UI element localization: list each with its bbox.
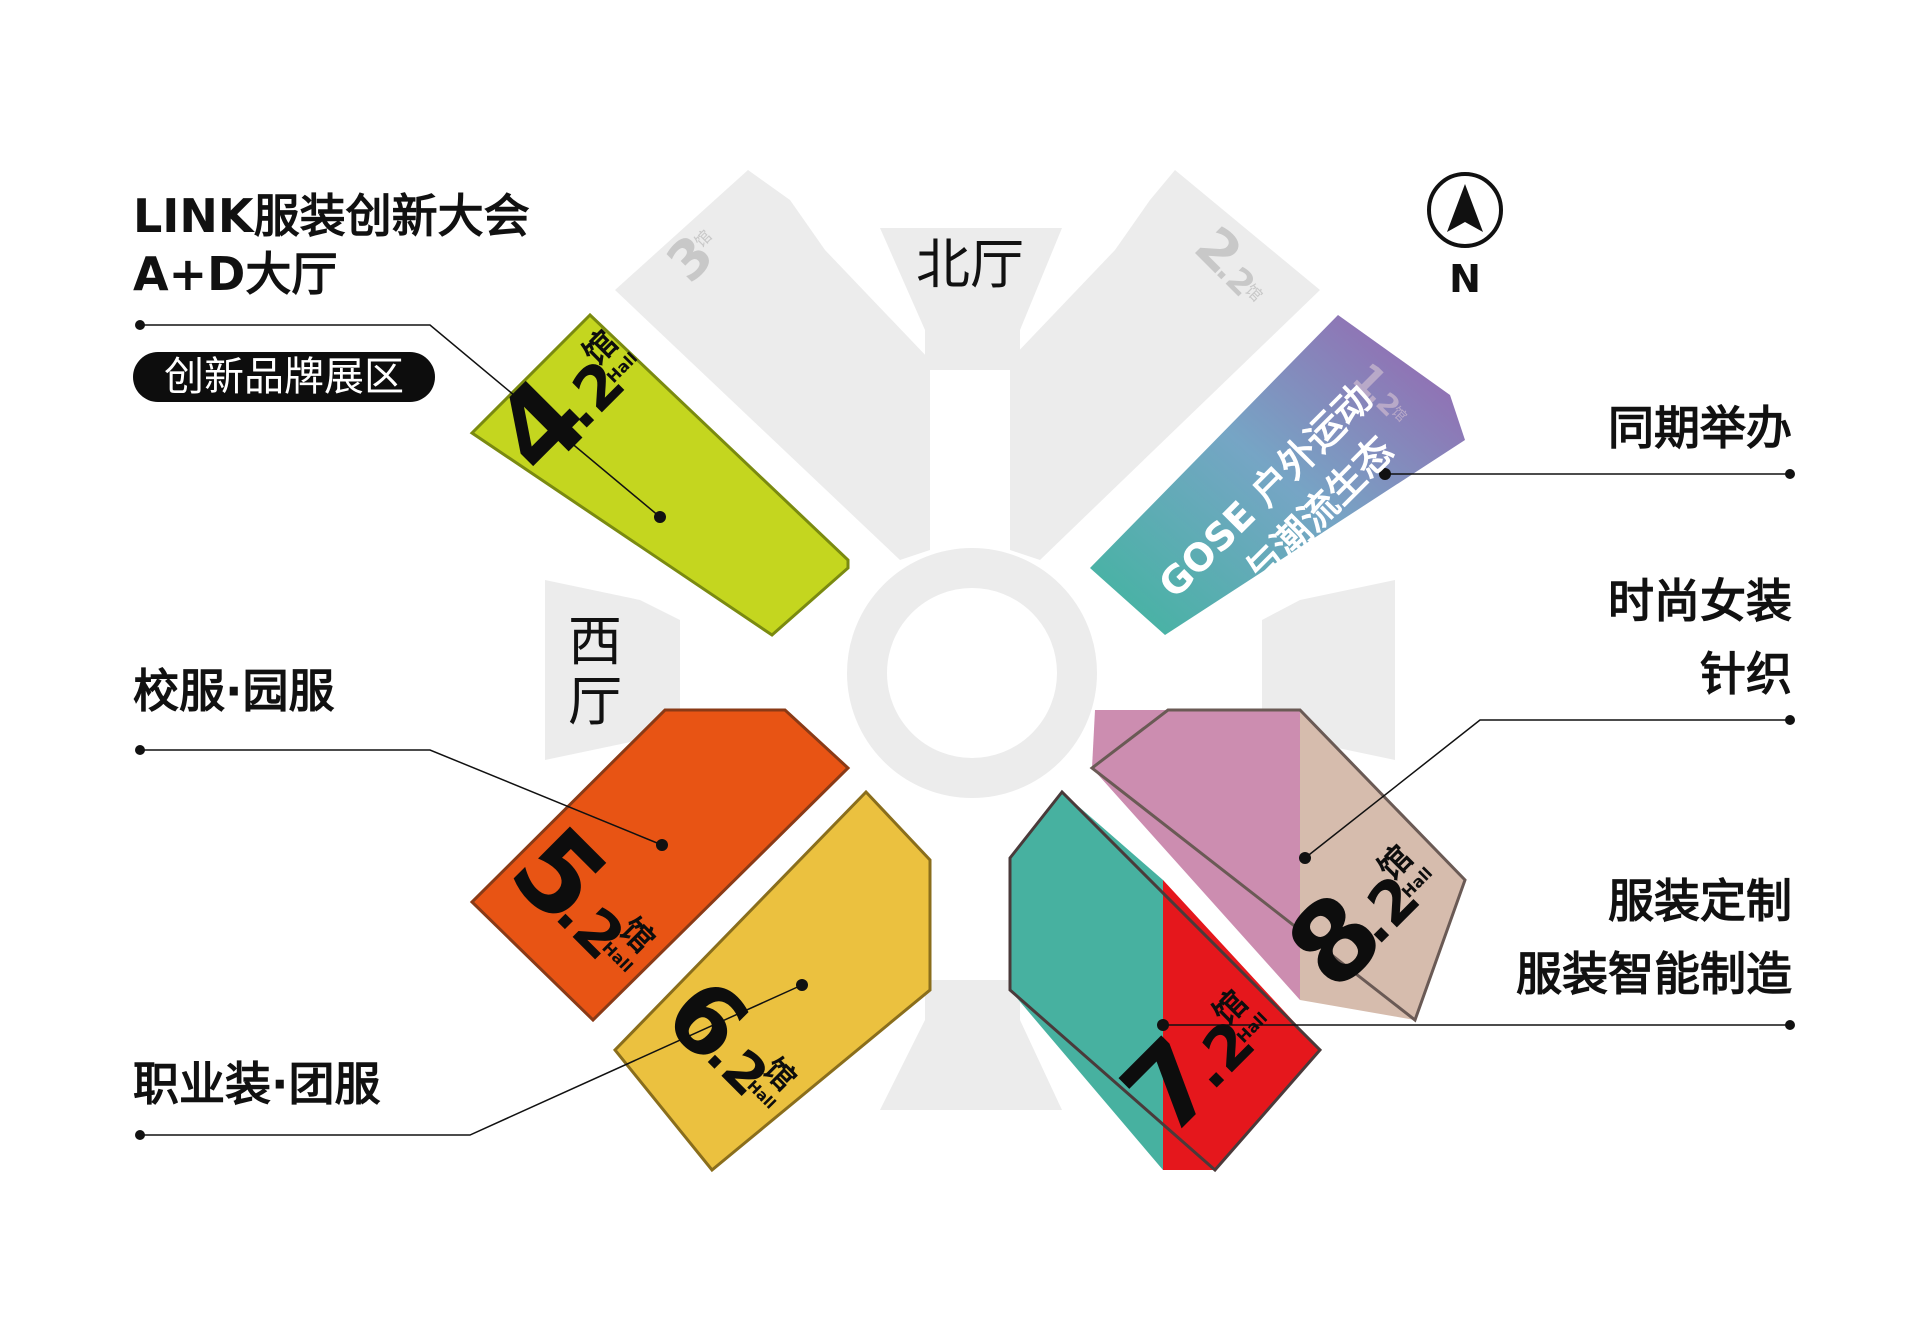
hall-8-outline: [1089, 708, 1467, 1023]
label-smart-manufacturing: 服装智能制造: [1516, 947, 1792, 1001]
corridors: [545, 228, 1395, 1110]
hall-6[interactable]: [612, 789, 932, 1173]
hall-4[interactable]: [469, 312, 850, 637]
leader-lines: [140, 324, 1790, 1136]
west-hall-label-2: 厅: [568, 670, 622, 733]
hall-8-left[interactable]: [1092, 710, 1300, 1000]
north-compass: N: [1425, 170, 1505, 301]
hall-7-outline: [1008, 789, 1323, 1173]
label-fashion-women: 时尚女装: [1608, 574, 1792, 628]
hall-7-left[interactable]: [1010, 792, 1163, 1170]
leader-hall-4: [140, 324, 661, 518]
north-hall-label: 北厅: [916, 233, 1024, 296]
hall-2: [1010, 170, 1320, 560]
center-ring: [847, 548, 1097, 798]
hall-3: [615, 170, 930, 560]
hall-8-right[interactable]: [1300, 710, 1465, 1020]
north-lobby: [880, 228, 1062, 370]
hall-1-gose[interactable]: [1090, 315, 1465, 635]
leader-dots: [135, 320, 1795, 1140]
compass-letter: N: [1449, 257, 1481, 300]
label-knitwear: 针织: [1700, 647, 1792, 701]
label-custom-apparel: 服装定制: [1608, 874, 1792, 928]
compass-icon: N: [1427, 172, 1503, 301]
west-lobby: [545, 580, 680, 760]
leader-hall-8: [1304, 719, 1790, 859]
title-link-line-1: LINK服装创新大会: [133, 189, 530, 243]
label-concurrent: 同期举办: [1608, 401, 1792, 455]
innovation-brand-pill: 创新品牌展区: [133, 352, 435, 402]
label-workwear: 职业装·团服: [133, 1057, 381, 1111]
label-school-uniform: 校服·园服: [133, 664, 335, 718]
west-hall-label-1: 西: [568, 610, 622, 673]
leader-hall-5: [140, 749, 663, 846]
title-link-line-2: A+D大厅: [133, 247, 338, 301]
south-lobby: [880, 980, 1062, 1110]
leader-hall-6: [140, 984, 803, 1136]
hall-5[interactable]: [469, 708, 851, 1023]
